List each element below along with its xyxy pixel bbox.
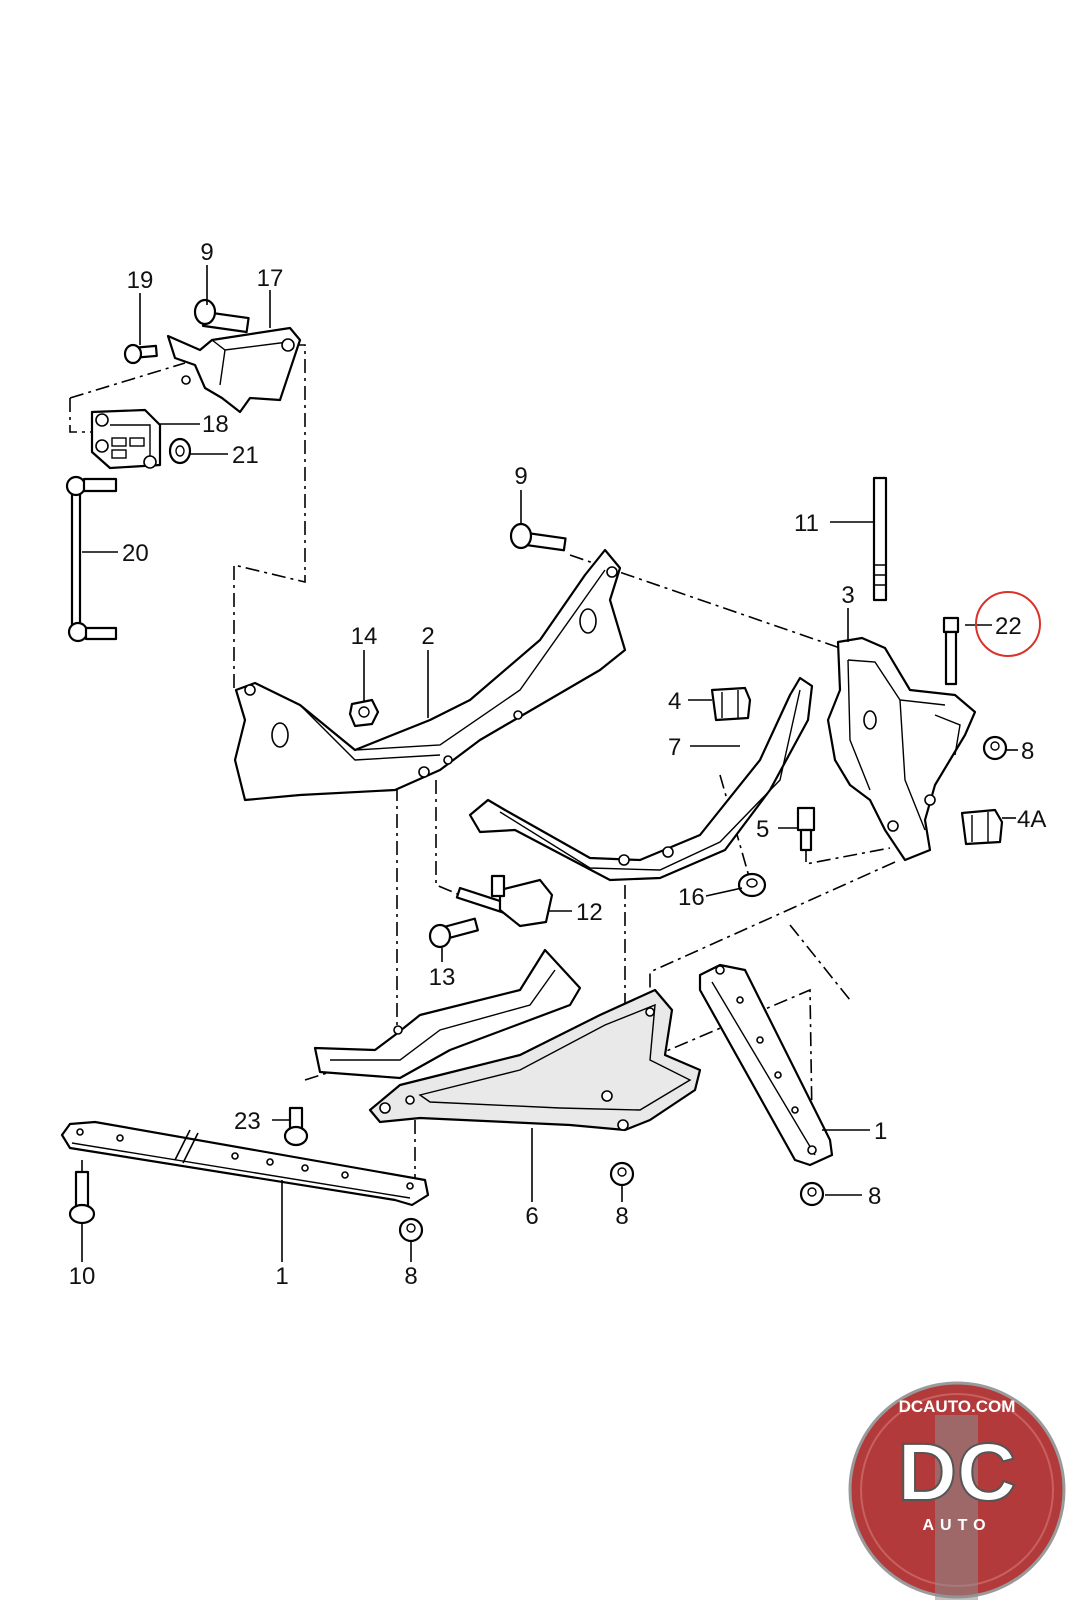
highlight-circle xyxy=(975,591,1041,657)
clip-4 xyxy=(710,686,752,722)
callout-4a: 4A xyxy=(1017,806,1046,833)
carrier-3 xyxy=(826,636,977,862)
callouts: 19 9 17 18 21 20 9 11 3 22 14 2 4 7 8 5 … xyxy=(69,239,1047,1290)
callout-1-left: 1 xyxy=(275,1263,288,1290)
bolt-13 xyxy=(428,917,479,949)
bracket-17 xyxy=(166,326,302,414)
callout-8-d: 8 xyxy=(868,1183,881,1210)
leader-lines xyxy=(81,265,1018,1262)
callout-14: 14 xyxy=(351,623,378,650)
callout-17: 17 xyxy=(257,265,284,292)
logo-url: DCAUTO.COM xyxy=(899,1397,1016,1416)
rail-1-left xyxy=(60,1120,430,1207)
callout-4: 4 xyxy=(668,688,681,715)
nut-21 xyxy=(168,437,192,465)
link-rod-20 xyxy=(65,475,118,643)
callout-3: 3 xyxy=(841,582,854,609)
rail-1-right xyxy=(698,963,834,1167)
callout-9-mid: 9 xyxy=(514,463,527,490)
nut-8-b xyxy=(398,1217,424,1243)
callout-18: 18 xyxy=(202,411,229,438)
callout-11: 11 xyxy=(794,510,819,537)
callout-8-b: 8 xyxy=(404,1263,417,1290)
bolt-10 xyxy=(68,1170,96,1225)
stud-11 xyxy=(872,476,888,602)
bolt-23 xyxy=(283,1106,309,1147)
nut-16 xyxy=(737,872,767,898)
callout-22: 22 xyxy=(995,613,1022,640)
sensor-18 xyxy=(90,408,162,470)
callout-23: 23 xyxy=(234,1108,261,1135)
bolt-9-top xyxy=(193,298,250,334)
callout-2: 2 xyxy=(421,623,434,650)
bolt-9-mid xyxy=(509,522,567,552)
stud-5 xyxy=(796,806,816,852)
callout-1-right: 1 xyxy=(874,1118,887,1145)
logo-auto: AUTO xyxy=(922,1517,991,1534)
callout-10: 10 xyxy=(69,1263,96,1290)
callout-13: 13 xyxy=(429,964,456,991)
callout-21: 21 xyxy=(232,442,259,469)
callout-5: 5 xyxy=(756,816,769,843)
bolt-22 xyxy=(942,616,960,686)
callout-8-c: 8 xyxy=(615,1203,628,1230)
nut-14 xyxy=(348,698,380,728)
callout-7: 7 xyxy=(668,734,681,761)
callout-12: 12 xyxy=(576,899,603,926)
bolt-assembly-12 xyxy=(455,874,554,928)
callout-19: 19 xyxy=(127,267,154,294)
logo-dc: DC xyxy=(898,1427,1016,1518)
nut-8-c xyxy=(609,1161,635,1187)
brace-7 xyxy=(468,676,814,882)
callout-8-a: 8 xyxy=(1021,738,1034,765)
screw-19 xyxy=(123,343,158,365)
crossmember-2 xyxy=(233,548,627,802)
dcauto-logo: DCAUTO.COM DC AUTO xyxy=(848,1381,1066,1600)
callout-6: 6 xyxy=(525,1203,538,1230)
callout-9-top: 9 xyxy=(200,239,213,266)
callout-20: 20 xyxy=(122,540,149,567)
clip-4a xyxy=(960,808,1004,846)
callout-16: 16 xyxy=(678,884,705,911)
nut-8-d xyxy=(799,1181,825,1207)
shield-6 xyxy=(313,948,702,1132)
nut-8-a xyxy=(982,735,1008,761)
